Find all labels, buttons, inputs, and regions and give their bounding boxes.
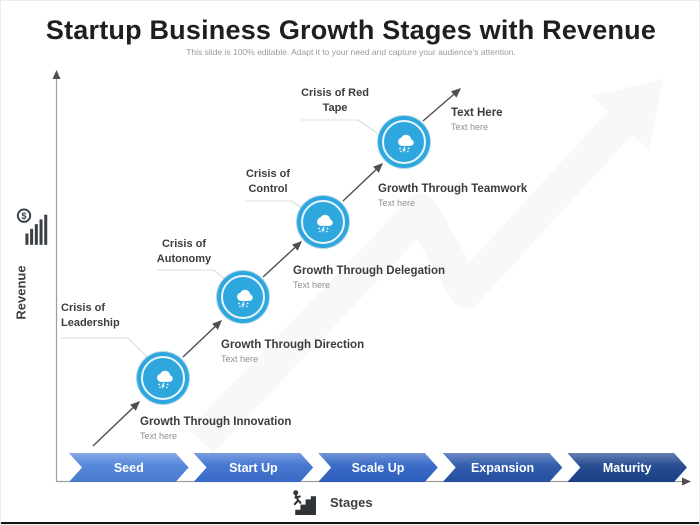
y-axis-label: Revenue: [13, 264, 29, 320]
growth-label-direction: Growth Through Direction Text here: [221, 339, 365, 365]
revenue-bars-dollar-icon: $: [16, 208, 48, 245]
slide-bottom-bar: [1, 522, 699, 524]
y-axis: [52, 70, 61, 481]
stage-scale-up: Scale Up: [318, 453, 438, 482]
growth-label-delegation: Growth Through Delegation Text here: [293, 265, 446, 291]
x-axis-label: Stages: [330, 495, 373, 510]
growth-label-innovation: Growth Through Innovation Text here: [140, 416, 292, 442]
growth-node-4: [378, 116, 430, 168]
storm-cloud-icon: [237, 289, 253, 309]
stage-maturity: Maturity: [567, 453, 687, 482]
stage-seed: Seed: [69, 453, 189, 482]
storm-cloud-icon: [157, 370, 173, 390]
stage-start-up: Start Up: [194, 453, 314, 482]
page-subtitle: This slide is 100% editable. Adapt it to…: [186, 47, 516, 57]
growth-node-3: [297, 196, 349, 248]
growth-arrows: [92, 88, 462, 447]
storm-cloud-icon: [398, 134, 414, 154]
growth-node-1: [137, 352, 189, 404]
person-climbing-stairs-icon: [293, 490, 316, 515]
stages-banner: Seed Start Up Scale Up Expansion Maturit…: [69, 453, 687, 482]
storm-cloud-icon: [317, 214, 333, 234]
stage-expansion: Expansion: [443, 453, 563, 482]
x-axis-label-row: Stages: [289, 489, 373, 516]
page-title: Startup Business Growth Stages with Reve…: [45, 15, 657, 45]
svg-text:$: $: [22, 211, 27, 221]
growth-node-2: [217, 271, 269, 323]
peak-placeholder-label: Text Here Text here: [451, 107, 503, 133]
growth-label-teamwork: Growth Through Teamwork Text here: [378, 183, 528, 209]
watermark-arrow-icon: [188, 79, 663, 453]
